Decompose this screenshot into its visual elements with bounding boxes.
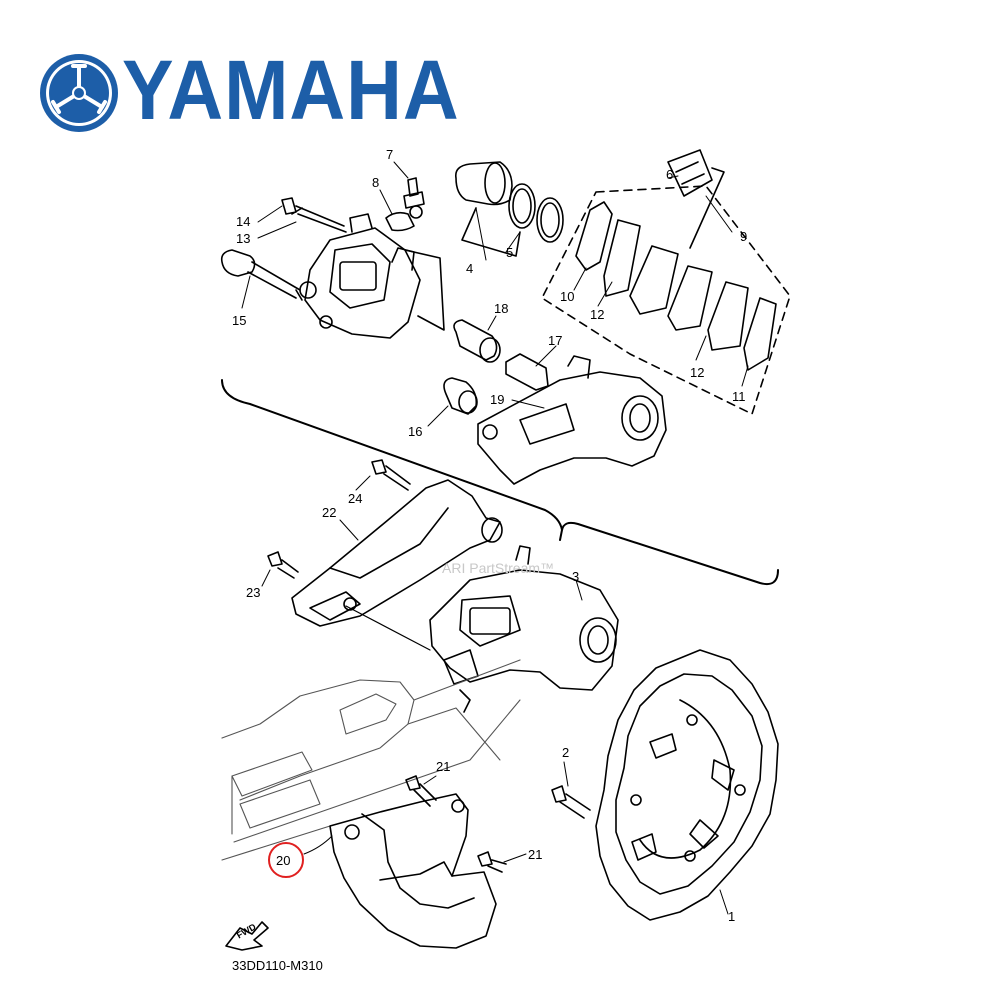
callout-1[interactable]: 1 xyxy=(728,909,736,924)
brake-pads xyxy=(575,201,777,371)
bolt-21a xyxy=(405,775,437,807)
callout-14[interactable]: 14 xyxy=(236,214,251,229)
callout-21-a[interactable]: 21 xyxy=(436,759,451,774)
callout-23[interactable]: 23 xyxy=(246,585,261,600)
fwd-arrow xyxy=(225,921,269,951)
callout-21-b[interactable]: 21 xyxy=(528,847,543,862)
piston-seals xyxy=(454,161,564,257)
callout-3[interactable]: 3 xyxy=(572,569,580,584)
disc-guard xyxy=(329,793,497,949)
collars xyxy=(443,319,501,415)
callout-6[interactable]: 6 xyxy=(666,167,674,182)
pin-bolts xyxy=(220,197,347,301)
bracket-arm xyxy=(291,479,503,627)
callout-22[interactable]: 22 xyxy=(322,505,337,520)
caliper-body-upper xyxy=(299,213,445,339)
callout-8[interactable]: 8 xyxy=(372,175,380,190)
yamaha-tuning-fork-logo xyxy=(40,54,118,132)
callout-9[interactable]: 9 xyxy=(740,229,748,244)
callout-5[interactable]: 5 xyxy=(506,245,514,260)
caliper-bracket xyxy=(477,355,667,485)
callout-12-b[interactable]: 12 xyxy=(690,365,705,380)
caliper-assembly xyxy=(345,545,619,713)
callout-13[interactable]: 13 xyxy=(236,231,251,246)
callout-4[interactable]: 4 xyxy=(466,261,474,276)
brand-wordmark: YAMAHA xyxy=(122,43,460,137)
callout-10[interactable]: 10 xyxy=(560,289,575,304)
callout-18[interactable]: 18 xyxy=(494,301,509,316)
selected-part-highlight xyxy=(268,842,304,878)
watermark: ARI PartStream™ xyxy=(442,560,555,576)
brake-disc xyxy=(595,649,779,921)
callout-11[interactable]: 11 xyxy=(732,389,746,404)
bolt-24 xyxy=(371,459,411,491)
callout-2[interactable]: 2 xyxy=(562,745,570,760)
callout-17[interactable]: 17 xyxy=(548,333,563,348)
swingarm xyxy=(221,659,521,861)
bolt-21b xyxy=(477,851,507,873)
callout-19[interactable]: 19 xyxy=(490,392,505,407)
diagram-code: 33DD110-M310 xyxy=(232,958,323,973)
callout-12-a[interactable]: 12 xyxy=(590,307,605,322)
callout-15[interactable]: 15 xyxy=(232,313,247,328)
pad-spring xyxy=(667,149,725,249)
callout-7[interactable]: 7 xyxy=(386,147,394,162)
pad-kit-box xyxy=(541,185,791,415)
bolt-2 xyxy=(551,785,591,819)
bleed-screw xyxy=(385,177,425,232)
callout-16[interactable]: 16 xyxy=(408,424,423,439)
bolt-23 xyxy=(267,551,299,579)
callout-24[interactable]: 24 xyxy=(348,491,363,506)
